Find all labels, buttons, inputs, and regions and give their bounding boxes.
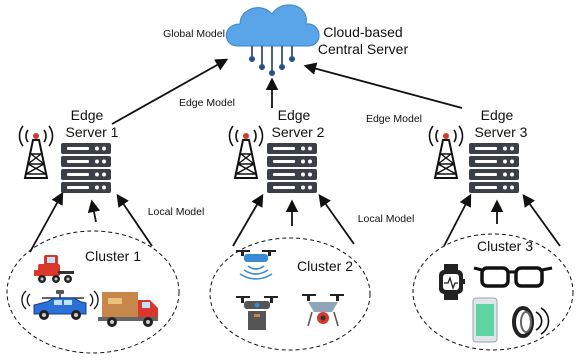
delivery-truck-icon bbox=[98, 292, 158, 327]
antenna-tower-icon bbox=[428, 125, 464, 179]
cluster-to-edge-arrows bbox=[29, 191, 561, 253]
edge-server-1-line1: Edge bbox=[71, 107, 104, 123]
arrow-edge1-to-cloud bbox=[111, 58, 229, 125]
arrow-edge3-to-cloud bbox=[303, 62, 463, 109]
antenna-tower-icon bbox=[18, 125, 54, 179]
edge-server-3: Edge Server 3 bbox=[428, 107, 528, 193]
cluster-3: Cluster 3 bbox=[412, 233, 574, 351]
edge-to-cloud-arrows bbox=[111, 58, 463, 125]
cluster-1-label: Cluster 1 bbox=[85, 248, 141, 264]
edge-server-2-line1: Edge bbox=[278, 107, 311, 123]
cluster-2: Cluster 2 bbox=[209, 237, 371, 351]
edge-server-1-line2: Server 1 bbox=[66, 124, 119, 140]
edge-model-label-1: Edge Model bbox=[179, 97, 235, 109]
local-model-label-2: Local Model bbox=[358, 213, 415, 225]
edge-server-1: Edge Server 1 bbox=[18, 107, 119, 193]
smartwatch-icon bbox=[439, 264, 465, 300]
cluster-1-boundary bbox=[6, 230, 180, 354]
server-rack-icon bbox=[61, 143, 111, 193]
cluster-2-boundary bbox=[209, 237, 371, 351]
edge-server-3-line2: Server 3 bbox=[475, 124, 528, 140]
camera-drone-icon bbox=[302, 294, 344, 327]
edge-server-3-line1: Edge bbox=[481, 107, 514, 123]
smart-ring-icon bbox=[512, 306, 550, 338]
truck-icon bbox=[34, 255, 74, 283]
cloud-icon bbox=[225, 4, 320, 76]
server-rack-icon bbox=[469, 143, 519, 193]
cloud-title-line1: Cloud-based bbox=[323, 24, 402, 40]
cluster-3-label: Cluster 3 bbox=[477, 238, 533, 254]
edge-server-2: Edge Server 2 bbox=[228, 107, 325, 193]
smartphone-icon bbox=[472, 297, 498, 343]
police-car-icon bbox=[21, 290, 99, 320]
drone-icon bbox=[236, 250, 276, 280]
antenna-tower-icon bbox=[228, 125, 264, 179]
cargo-drone-icon bbox=[236, 296, 278, 330]
edge-server-2-line2: Server 2 bbox=[272, 124, 325, 140]
cloud-title-line2: Central Server bbox=[318, 41, 409, 57]
cluster-1: Cluster 1 bbox=[6, 230, 180, 354]
glasses-icon bbox=[473, 266, 553, 288]
global-model-label: Global Model bbox=[163, 28, 225, 40]
cluster-3-boundary bbox=[412, 233, 574, 351]
local-model-label-1: Local Model bbox=[148, 206, 205, 218]
server-rack-icon bbox=[267, 143, 317, 193]
cluster-2-label: Cluster 2 bbox=[297, 258, 353, 274]
edge-model-label-2: Edge Model bbox=[366, 113, 422, 125]
